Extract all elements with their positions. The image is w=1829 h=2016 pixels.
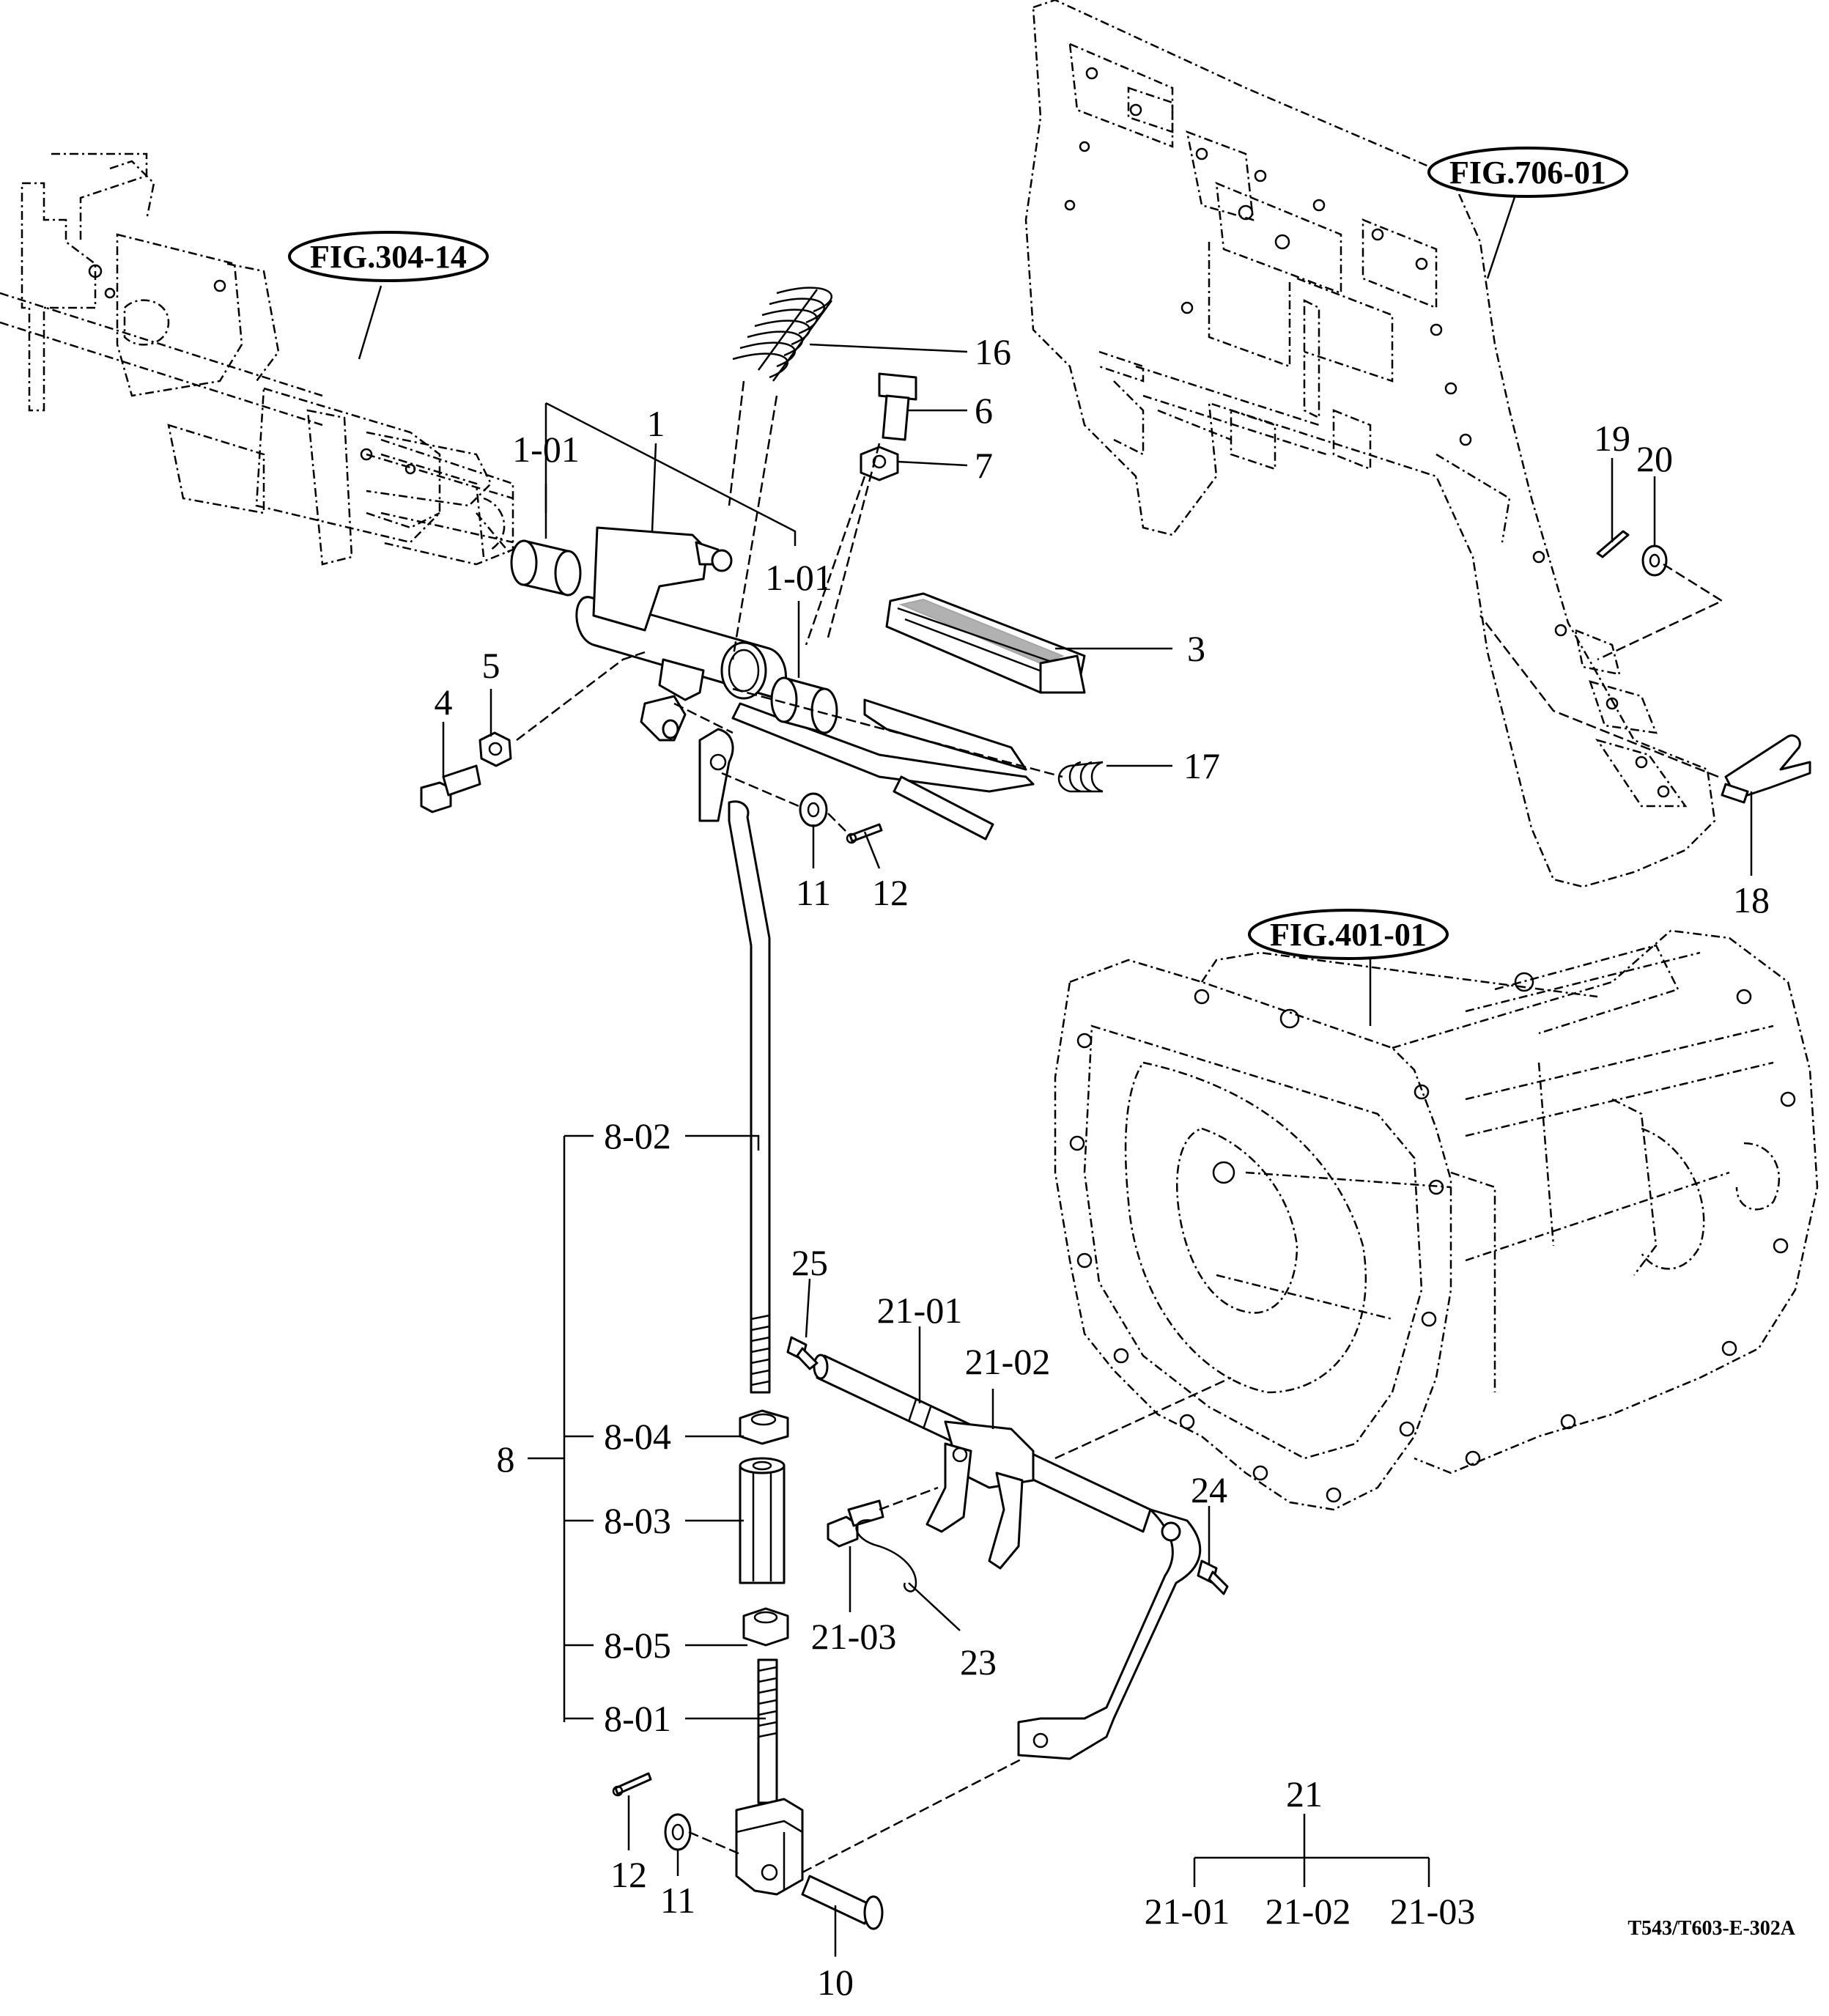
label-part-8-03: 8-03 [604, 1500, 671, 1541]
label-part-16: 16 [975, 331, 1011, 372]
bolt-21-03 [827, 1499, 884, 1548]
cotter-pin-12-upper [846, 823, 883, 844]
ghost-case-401-01 [1054, 929, 1819, 1511]
label-part-1-01-right: 1-01 [765, 557, 832, 598]
bolt-4 [420, 764, 481, 813]
legend-parent: 21 [1286, 1773, 1323, 1814]
nut-8-05 [742, 1607, 789, 1647]
label-part-24: 24 [1191, 1469, 1227, 1510]
label-part-8-05: 8-05 [604, 1625, 671, 1666]
lock-lever-18 [1721, 734, 1811, 804]
label-part-8-02: 8-02 [604, 1115, 671, 1156]
label-part-11-lower: 11 [660, 1880, 695, 1921]
nut-8-04 [739, 1409, 789, 1445]
label-part-1: 1 [647, 403, 665, 444]
label-part-18: 18 [1733, 879, 1770, 920]
spring-16 [732, 287, 833, 382]
legend-tree-21: 21 21-01 21-02 21-03 [1145, 1773, 1476, 1932]
label-part-21-02: 21-02 [965, 1341, 1051, 1382]
label-part-8: 8 [497, 1439, 515, 1480]
spring-17 [1057, 761, 1104, 793]
label-part-10: 10 [817, 1962, 854, 2003]
label-part-12-lower: 12 [610, 1854, 647, 1895]
label-part-21-03: 21-03 [811, 1616, 897, 1657]
pedal-pin-rod [893, 775, 994, 841]
label-part-19: 19 [1594, 418, 1630, 459]
fig-ref-706-01-text: FIG.706-01 [1449, 155, 1606, 191]
clevis-pin-10 [801, 1875, 884, 1930]
label-part-25: 25 [791, 1242, 828, 1283]
drawing-code: T543/T603-E-302A [1627, 1917, 1795, 1940]
cotter-pin-12-lower [612, 1772, 652, 1797]
label-part-5: 5 [482, 645, 500, 686]
label-part-8-04: 8-04 [604, 1416, 671, 1457]
assembly-center-lines [516, 380, 1724, 1874]
label-part-7: 7 [975, 445, 993, 486]
label-part-3: 3 [1187, 628, 1205, 669]
legend-child-21-02: 21-02 [1265, 1891, 1351, 1932]
nut-5 [479, 731, 512, 767]
pin-19 [1596, 530, 1630, 558]
ghost-panel-706-01 [1024, 0, 1716, 888]
label-part-17: 17 [1183, 745, 1220, 786]
grease-nipple-24 [1197, 1559, 1229, 1595]
label-part-4: 4 [435, 682, 453, 723]
rod-8-02-thread [750, 1314, 770, 1387]
label-part-1-01-left: 1-01 [512, 429, 580, 470]
label-part-23: 23 [960, 1642, 997, 1683]
sleeve-8-03 [739, 1457, 786, 1584]
nut-7 [860, 446, 899, 481]
fig-ref-401-01-text: FIG.401-01 [1270, 917, 1427, 953]
circlip-23 [855, 1519, 917, 1592]
bolt-6 [878, 372, 917, 441]
legend-child-21-03: 21-03 [1390, 1891, 1476, 1932]
fig-ref-304-14-text: FIG.304-14 [310, 239, 467, 275]
bushing-1-01-left [510, 539, 582, 597]
washer-20 [1641, 544, 1668, 577]
rod-8-upper-arm [698, 728, 771, 1394]
pedal-boss [575, 526, 1035, 793]
ghost-shaft [366, 453, 514, 551]
rod-8-01-clevis [735, 1658, 804, 1896]
label-part-21-01: 21-01 [877, 1290, 963, 1331]
shift-arm [1017, 1508, 1202, 1760]
bushing-1-01-right [770, 676, 838, 734]
grease-nipple-25 [786, 1336, 819, 1370]
part-number-labels: 1 1-01 1-01 3 4 5 6 7 8 8-02 8-04 8-03 8… [435, 331, 1770, 2003]
label-part-12-upper: 12 [872, 872, 909, 913]
legend-child-21-01: 21-01 [1145, 1891, 1230, 1932]
ghost-frame-304-14 [0, 152, 514, 566]
label-part-20: 20 [1636, 438, 1673, 479]
label-part-6: 6 [975, 390, 993, 431]
washer-11-lower [664, 1813, 692, 1851]
label-part-11-upper: 11 [796, 872, 831, 913]
leader-lines [358, 190, 1753, 1957]
fig-ref-304-14: FIG.304-14 [288, 231, 489, 282]
washer-11-upper [799, 792, 828, 827]
fig-ref-706-01: FIG.706-01 [1427, 147, 1628, 198]
fork-21-02 [925, 1420, 1035, 1570]
pedal-pad-3 [885, 592, 1086, 694]
fig-ref-401-01: FIG.401-01 [1248, 909, 1449, 960]
label-part-8-01: 8-01 [604, 1698, 671, 1739]
